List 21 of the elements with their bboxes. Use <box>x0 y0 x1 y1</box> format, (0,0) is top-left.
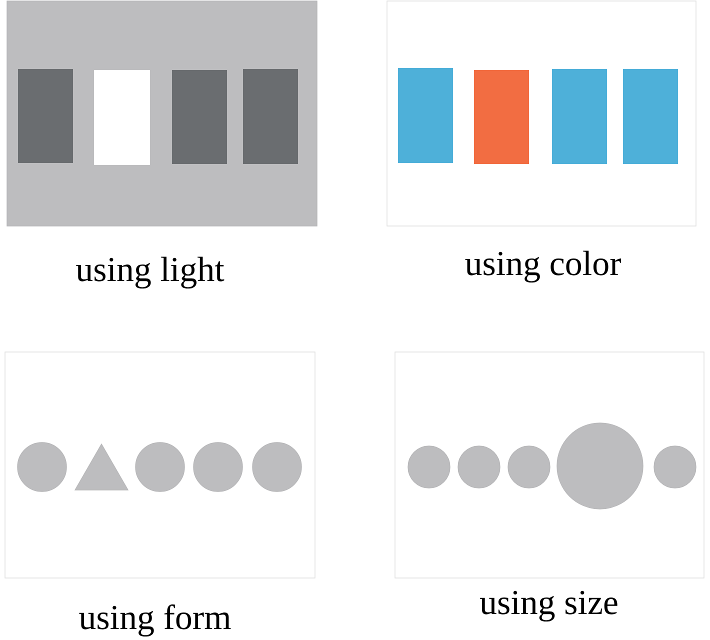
rectangle <box>243 69 298 164</box>
rectangle <box>474 70 529 164</box>
circle <box>252 442 302 492</box>
panel-label: using light <box>76 256 224 289</box>
circle <box>17 442 67 492</box>
rectangle <box>18 69 73 163</box>
rectangle <box>94 70 150 165</box>
circle <box>458 446 500 488</box>
circle <box>408 446 450 488</box>
circle <box>193 442 243 492</box>
circle <box>556 422 644 510</box>
circle <box>135 442 185 492</box>
rectangle <box>623 69 678 164</box>
panel-label: using color <box>465 250 621 283</box>
circle <box>654 446 696 488</box>
panel-label: using size <box>480 590 618 622</box>
rectangle <box>552 69 607 164</box>
rectangle <box>398 68 453 163</box>
circle <box>508 446 550 488</box>
panel-label: using form <box>79 604 231 637</box>
rectangle <box>172 70 227 164</box>
